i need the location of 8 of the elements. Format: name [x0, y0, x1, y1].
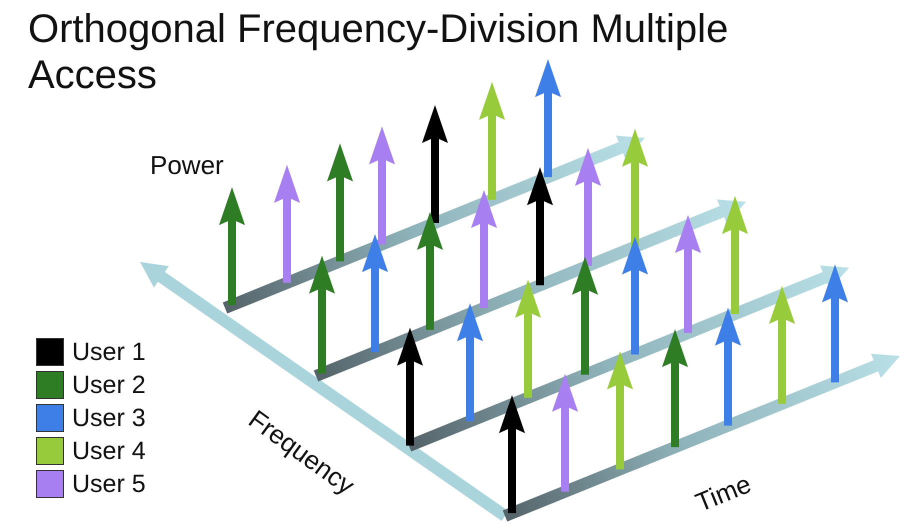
legend-label: User 4: [72, 436, 146, 466]
legend-label: User 1: [72, 338, 146, 366]
diagram-title: Orthogonal Frequency-Division Multiple Access: [28, 6, 730, 98]
legend-label: User 2: [72, 370, 146, 400]
legend-label: User 5: [72, 470, 146, 498]
axis-label: Power: [150, 150, 224, 181]
legend-label: User 3: [72, 404, 146, 432]
axis-label: Time: [691, 468, 756, 519]
